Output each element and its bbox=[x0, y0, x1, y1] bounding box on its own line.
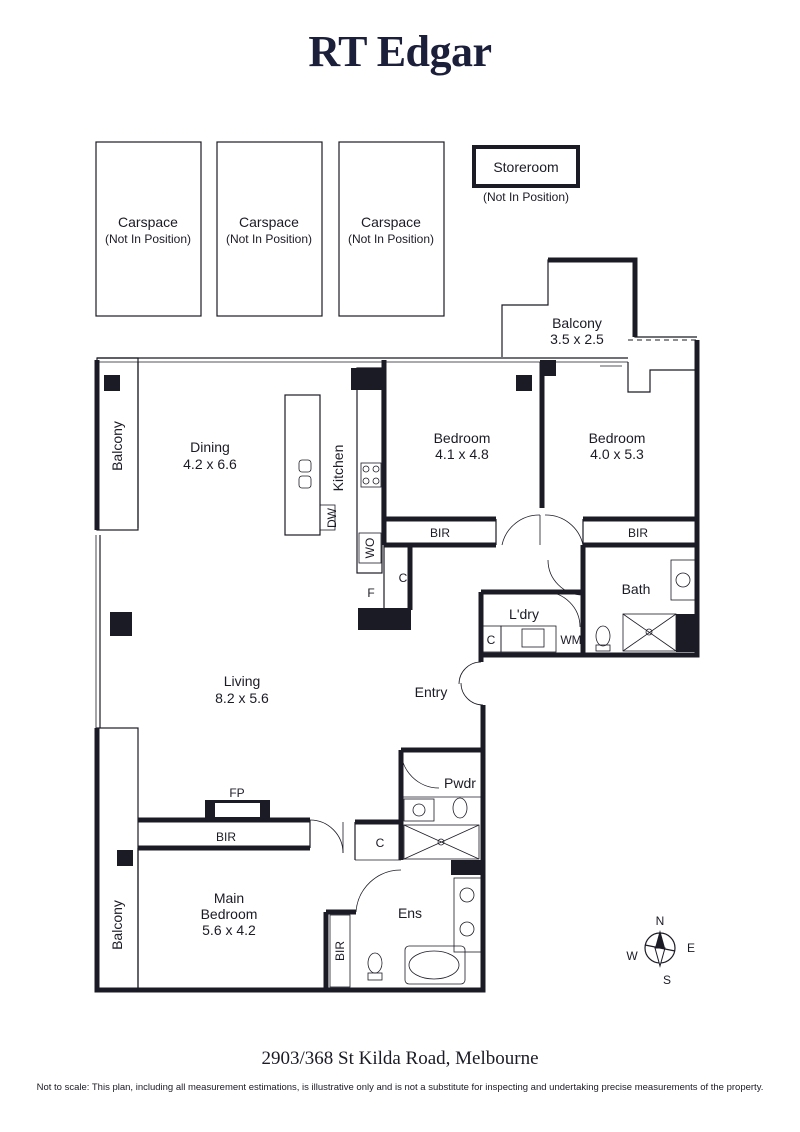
wo-label: WO bbox=[363, 538, 377, 559]
bedroom2-name: Bedroom bbox=[589, 430, 646, 446]
dw-label: DW bbox=[325, 507, 339, 528]
bir-ens-label: BIR bbox=[333, 941, 347, 961]
compass-icon: N S E W bbox=[626, 914, 695, 987]
carspace-3-note: (Not In Position) bbox=[348, 232, 434, 246]
compass-n: N bbox=[656, 914, 665, 928]
main-bedroom-name2: Bedroom bbox=[201, 906, 258, 922]
c-laundry-label: C bbox=[487, 633, 496, 647]
bedroom1-size: 4.1 x 4.8 bbox=[435, 446, 489, 462]
bedroom2-size: 4.0 x 5.3 bbox=[590, 446, 644, 462]
disclaimer: Not to scale: This plan, including all m… bbox=[36, 1082, 764, 1093]
bedroom1-name: Bedroom bbox=[434, 430, 491, 446]
entry-name: Entry bbox=[415, 684, 448, 700]
dining-name: Dining bbox=[190, 439, 230, 455]
laundry-name: L'dry bbox=[509, 606, 539, 622]
outer-wall-east bbox=[478, 340, 700, 658]
bath-name: Bath bbox=[622, 581, 651, 597]
fp-label: FP bbox=[229, 786, 244, 800]
compass-w: W bbox=[626, 949, 638, 963]
bir-bed2-label: BIR bbox=[628, 526, 648, 540]
carspace-2 bbox=[216, 141, 323, 317]
powder-name: Pwdr bbox=[444, 775, 476, 791]
carspace-3-label: Carspace bbox=[361, 214, 421, 230]
storeroom bbox=[472, 145, 580, 188]
compass-e: E bbox=[687, 941, 695, 955]
carspace-1-note: (Not In Position) bbox=[105, 232, 191, 246]
kitchen-name: Kitchen bbox=[330, 445, 346, 492]
balcony-top-size: 3.5 x 2.5 bbox=[550, 331, 604, 347]
carspace-2-note: (Not In Position) bbox=[226, 232, 312, 246]
address: 2903/368 St Kilda Road, Melbourne bbox=[261, 1048, 539, 1069]
balcony-top-name: Balcony bbox=[552, 315, 602, 331]
carspace-1 bbox=[95, 141, 202, 317]
wm-label: WM bbox=[560, 633, 581, 647]
bir-main-label: BIR bbox=[216, 830, 236, 844]
ensuite-name: Ens bbox=[398, 905, 422, 921]
kitchen-island bbox=[284, 394, 321, 536]
living-size: 8.2 x 5.6 bbox=[215, 690, 269, 706]
bir-bed1-label: BIR bbox=[430, 526, 450, 540]
living-name: Living bbox=[224, 673, 261, 689]
main-bedroom-size: 5.6 x 4.2 bbox=[202, 922, 256, 938]
c-kitchen-label: C bbox=[399, 571, 408, 585]
f-label: F bbox=[367, 586, 374, 600]
balcony-left-top-name: Balcony bbox=[109, 421, 125, 471]
balcony-left-bottom-name: Balcony bbox=[109, 900, 125, 950]
main-bedroom-name1: Main bbox=[214, 890, 244, 906]
carspace-1-label: Carspace bbox=[118, 214, 178, 230]
outer-wall-south bbox=[94, 750, 486, 993]
column bbox=[110, 612, 132, 636]
dining-size: 4.2 x 6.6 bbox=[183, 456, 237, 472]
carspace-2-label: Carspace bbox=[239, 214, 299, 230]
brand-logo: RT Edgar bbox=[308, 27, 492, 76]
carspace-3 bbox=[338, 141, 445, 317]
compass-s: S bbox=[663, 973, 671, 987]
c-ens-label: C bbox=[376, 836, 385, 850]
storeroom-label: Storeroom bbox=[493, 159, 558, 175]
storeroom-note: (Not In Position) bbox=[483, 190, 569, 204]
